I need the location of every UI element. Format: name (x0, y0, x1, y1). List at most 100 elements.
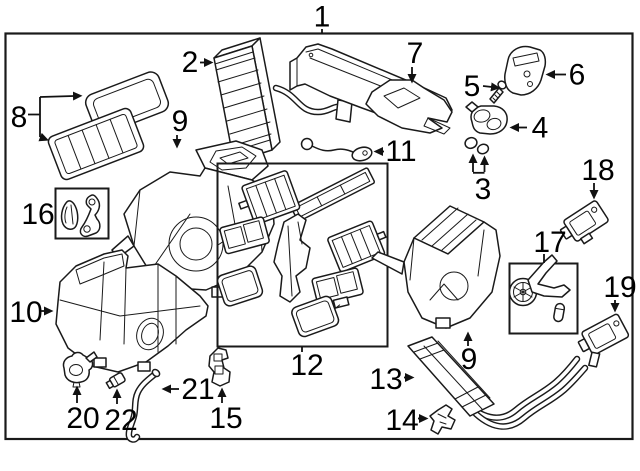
actuator-lower-stub (588, 351, 601, 368)
vent-grille-outline (290, 167, 376, 222)
double-door-left-cell2 (242, 220, 264, 243)
flat-door-bottom-axle (334, 304, 341, 310)
double-door-left-cell1 (223, 226, 246, 249)
pipe-clamp-detail (437, 413, 447, 425)
actuator-upper-inner (569, 210, 596, 236)
callout-3-label: 3 (475, 173, 492, 206)
grommet-tab (85, 351, 98, 363)
drain-hose-part (125, 368, 161, 443)
screw-threads (492, 91, 501, 102)
cabin-filter-part (47, 107, 145, 181)
seal-plate-hole-2 (527, 81, 533, 87)
flat-door-bottom-inner (295, 300, 335, 333)
small-housing-cap (465, 101, 479, 113)
callout-19: 19 (603, 271, 637, 313)
callout-22: 22 (104, 388, 138, 437)
callout-15-label: 15 (209, 402, 242, 435)
callout-20: 20 (66, 385, 100, 435)
small-housing-boss-2 (486, 117, 502, 131)
actuator-upper-connector (559, 225, 573, 240)
lower-case-vent (136, 317, 164, 351)
linkage-arm (527, 254, 571, 298)
finned-door-left-fins (255, 178, 287, 217)
wire-connector-pin (362, 150, 368, 156)
o-ring-2 (476, 143, 490, 155)
callout-5-label: 5 (464, 70, 481, 103)
lower-case-foot-2 (137, 361, 151, 372)
screw-shaft (489, 87, 504, 104)
seal-plate-part (504, 45, 547, 96)
linkage-parts (508, 254, 571, 323)
blower-body-lines (133, 183, 263, 273)
vent-grille-dividers (316, 184, 346, 207)
screw-part (489, 80, 507, 104)
pipe-clamp-part (429, 404, 456, 435)
callout-20-label: 20 (66, 402, 99, 435)
right-case-part (371, 205, 501, 329)
vent-grille-inner (295, 171, 371, 218)
flat-door-bottom (291, 295, 341, 338)
callout-22-label: 22 (104, 404, 137, 437)
duct-outline (365, 79, 453, 134)
right-case-body (403, 221, 501, 329)
callout-14: 14 (385, 404, 429, 437)
wire-loop (300, 137, 314, 151)
callout-6: 6 (545, 59, 585, 92)
actuator-lower-part (577, 313, 630, 368)
callout-1-label: 1 (314, 1, 331, 34)
diagram-border (4, 32, 634, 441)
callout-9b-label: 9 (461, 343, 478, 376)
finned-door-right (327, 220, 387, 273)
actuator-upper-foot (580, 232, 594, 245)
upper-case-hole-1 (308, 52, 314, 58)
callout-21-label: 21 (181, 373, 214, 406)
center-bracket-detail (287, 221, 303, 297)
callout-7-label: 7 (407, 37, 424, 70)
finned-door-right-tab (376, 230, 387, 241)
actuator-lower-shaft (613, 320, 620, 327)
double-door-right-cell2 (336, 271, 358, 294)
actuator-lower-connector (577, 338, 590, 353)
heater-core-slab (407, 336, 495, 417)
seal-plate-slot (512, 52, 540, 67)
callout-5: 5 (464, 70, 501, 103)
drain-hose-opening (151, 368, 161, 378)
callout-18-label: 18 (581, 154, 614, 187)
callout-21: 21 (161, 373, 215, 406)
seal-plate-outline (504, 45, 547, 96)
flat-door-left-inner (221, 270, 259, 302)
blower-scroll-inner (179, 227, 213, 261)
callout-2: 2 (182, 46, 214, 79)
double-door-left (217, 216, 270, 255)
callout-17-label: 17 (533, 226, 566, 259)
evaporator-pipe-inner (274, 86, 345, 114)
upper-case-top-opening (209, 146, 257, 171)
callout-16-label: 16 (21, 198, 54, 231)
callout-19-label: 19 (603, 271, 636, 304)
finned-door-left (238, 170, 301, 225)
drain-hose-inner (127, 372, 157, 442)
lower-case-opening (75, 253, 125, 285)
lower-case-vent-inner (141, 322, 159, 346)
flat-door-bottom-outline (291, 295, 340, 338)
evaporator-core-part (213, 37, 353, 163)
callout-1: 1 (314, 1, 331, 34)
callout-17: 17 (533, 226, 567, 263)
double-door-left-axle (217, 241, 224, 246)
callout-7: 7 (407, 37, 424, 84)
finned-door-left-tab (238, 199, 250, 210)
bracket-part (208, 347, 231, 387)
callout-5-arrow (482, 82, 501, 92)
clip-line (113, 376, 119, 385)
pipe-clamp-outline (429, 404, 456, 435)
sensor-wire-part (300, 137, 373, 162)
callout-10: 10 (9, 296, 54, 329)
o-ring-1 (464, 136, 478, 150)
lower-case-part (55, 249, 209, 373)
callout-2-label: 2 (182, 46, 199, 79)
actuator-upper-shaft (591, 206, 598, 213)
grommet-outline (62, 351, 94, 384)
wire-connector (351, 146, 373, 162)
duct-tail (423, 117, 451, 135)
